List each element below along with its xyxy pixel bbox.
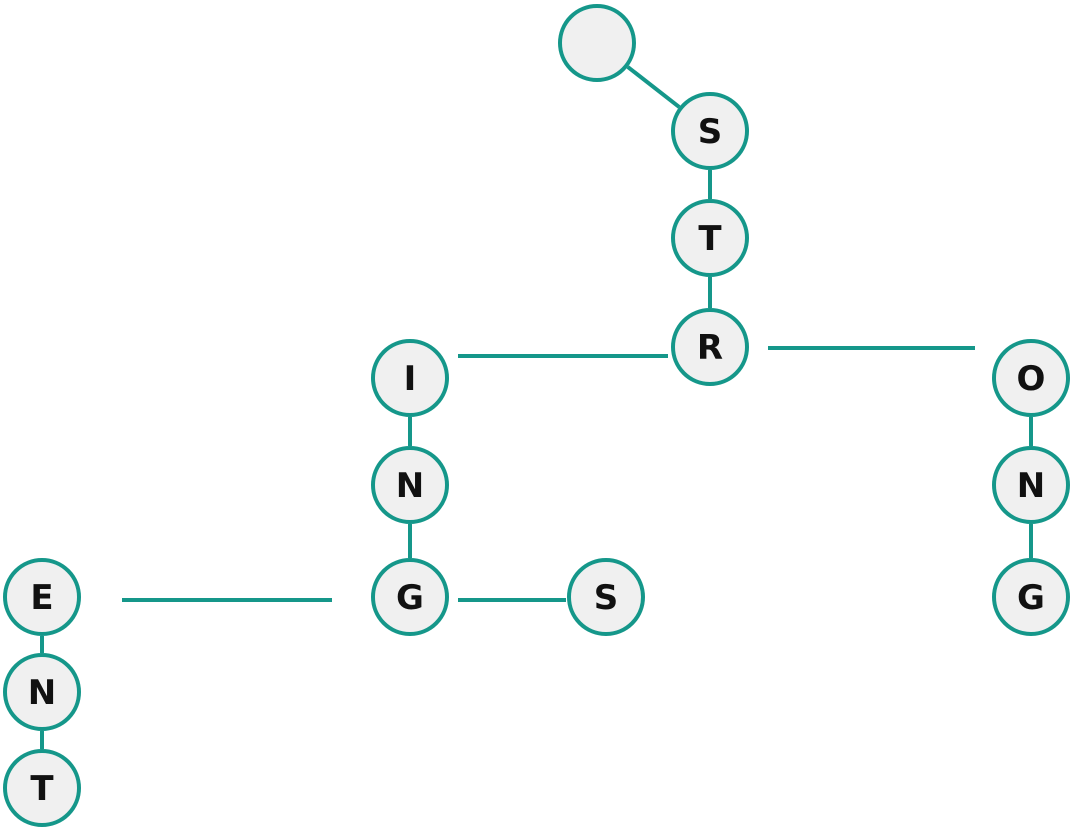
- trie-node-s2: S: [567, 558, 645, 636]
- trie-edge-root-s1: [626, 65, 681, 109]
- trie-node-circle: [558, 4, 636, 82]
- trie-node-circle: [671, 308, 749, 386]
- trie-node-circle: [371, 558, 449, 636]
- trie-node-n2: N: [3, 653, 81, 731]
- trie-node-o1: O: [992, 339, 1070, 417]
- trie-node-s1: S: [671, 92, 749, 170]
- trie-node-circle: [671, 92, 749, 170]
- trie-node-label: N: [396, 466, 424, 506]
- trie-node-label: G: [396, 578, 424, 618]
- trie-nodes: S T R I N G S E N T O N G: [3, 4, 1070, 827]
- trie-node-e1: E: [3, 558, 81, 636]
- trie-node-label: S: [698, 112, 723, 152]
- trie-node-circle: [671, 199, 749, 277]
- trie-node-label: E: [30, 578, 53, 618]
- trie-node-label: N: [1017, 466, 1045, 506]
- trie-node-circle: [567, 558, 645, 636]
- trie-node-circle: [3, 749, 81, 827]
- trie-node-label: I: [404, 359, 417, 399]
- trie-node-circle: [992, 339, 1070, 417]
- trie-node-circle: [3, 653, 81, 731]
- trie-node-circle: [371, 339, 449, 417]
- trie-node-label: T: [30, 769, 54, 809]
- trie-node-n3: N: [992, 446, 1070, 524]
- trie-node-label: O: [1017, 359, 1046, 399]
- trie-node-n1: N: [371, 446, 449, 524]
- trie-node-root: [558, 4, 636, 82]
- trie-node-label: R: [697, 328, 723, 368]
- trie-edges: [40, 65, 1033, 749]
- trie-node-circle: [992, 558, 1070, 636]
- trie-node-g2: G: [992, 558, 1070, 636]
- trie-node-t2: T: [3, 749, 81, 827]
- trie-node-i1: I: [371, 339, 449, 417]
- trie-node-g1: G: [371, 558, 449, 636]
- trie-node-label: S: [594, 578, 619, 618]
- trie-node-label: N: [28, 673, 56, 713]
- trie-node-label: G: [1017, 578, 1045, 618]
- trie-node-label: T: [698, 219, 722, 259]
- trie-node-circle: [992, 446, 1070, 524]
- trie-node-circle: [3, 558, 81, 636]
- trie-node-r1: R: [671, 308, 749, 386]
- trie-node-circle: [371, 446, 449, 524]
- trie-node-t1: T: [671, 199, 749, 277]
